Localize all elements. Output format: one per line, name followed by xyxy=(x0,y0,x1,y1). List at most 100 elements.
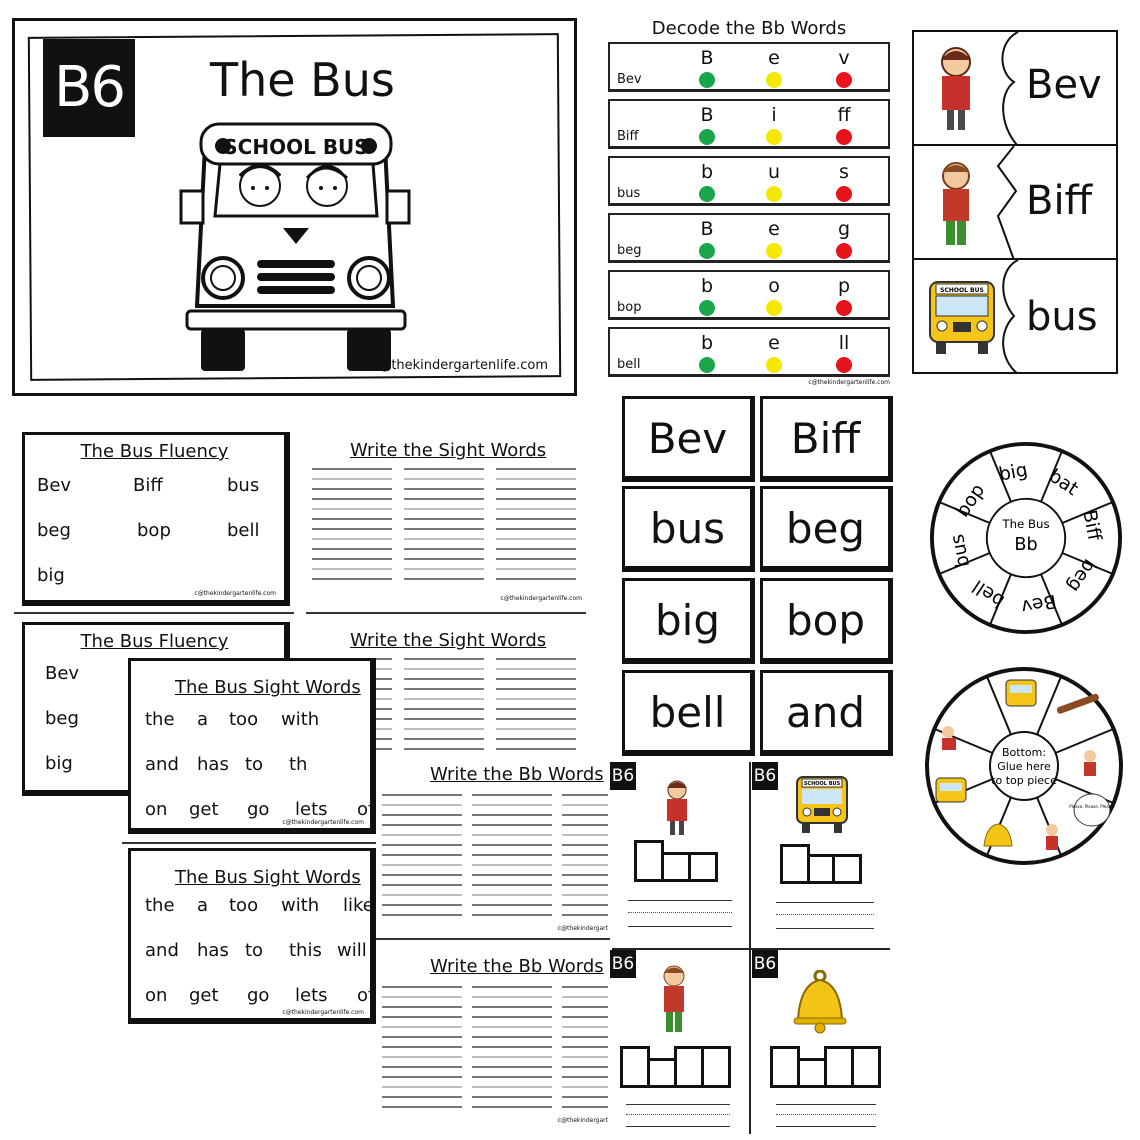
writing-line xyxy=(562,1026,608,1028)
sight-card-copyright: c@thekindergartenlife.com xyxy=(282,819,364,826)
writing-line xyxy=(312,528,392,530)
bell-icon xyxy=(793,970,847,1034)
cover-card: B6 The Bus SCHOOL BUS c@thekindergartenl… xyxy=(12,18,577,396)
bell-icon xyxy=(983,823,1013,847)
writing-line xyxy=(562,1006,608,1008)
boy-icon xyxy=(663,965,685,1032)
writing-line xyxy=(382,894,462,896)
writing-line xyxy=(472,794,552,796)
writing-line xyxy=(404,558,484,560)
green-dot-icon xyxy=(699,243,715,259)
puzzle-word: Bev xyxy=(1026,62,1102,108)
writing-line xyxy=(382,986,462,988)
yellow-dot-icon xyxy=(766,129,782,145)
writing-line xyxy=(496,568,576,570)
sight-word: lets xyxy=(295,799,328,820)
girl-icon xyxy=(667,780,687,835)
writing-line xyxy=(472,844,552,846)
spinner-divider xyxy=(938,552,991,575)
writing-line xyxy=(562,1096,608,1098)
yellow-dot-icon xyxy=(766,186,782,202)
writing-line xyxy=(562,1076,608,1078)
writing-line-dotted xyxy=(776,1114,876,1115)
box-card-badge: B6 xyxy=(610,762,636,790)
writing-line xyxy=(776,902,874,903)
writing-line xyxy=(562,904,608,906)
decode-letter: B xyxy=(700,104,714,126)
spinner-center-line: Glue here xyxy=(997,760,1051,773)
writing-line xyxy=(312,558,392,560)
write-bb-words-sheet: Write the Bb Words c@thekindergart xyxy=(376,756,612,934)
word-tile: bop xyxy=(760,578,893,664)
bus-sign-text: SCHOOL BUS xyxy=(223,135,368,159)
writing-line xyxy=(562,1036,608,1038)
red-dot-icon xyxy=(836,357,852,373)
box-card-badge: B6 xyxy=(752,950,778,978)
word-tile: bell xyxy=(622,670,755,756)
write-sheet-title: Write the Sight Words xyxy=(350,630,547,651)
letter-box-tall xyxy=(770,1046,800,1088)
writing-line xyxy=(382,814,462,816)
writing-line xyxy=(404,518,484,520)
word-tile: Bev xyxy=(622,396,755,482)
decode-word: bus xyxy=(617,186,641,201)
fluency-word: beg xyxy=(45,708,79,729)
yellow-dot-icon xyxy=(766,300,782,316)
divider xyxy=(122,842,382,844)
writing-line xyxy=(404,578,484,580)
fluency-word: bus xyxy=(227,475,260,496)
writing-line xyxy=(404,718,484,720)
writing-line xyxy=(472,1026,552,1028)
sight-words-card: The Bus Sight Words the a too with and h… xyxy=(128,658,376,834)
writing-line xyxy=(496,558,576,560)
writing-line xyxy=(404,678,484,680)
spinner-divider xyxy=(985,676,1012,735)
decode-word: Biff xyxy=(617,129,639,144)
cover-title: The Bus xyxy=(210,53,395,107)
decode-letter: v xyxy=(838,47,850,69)
school-bus-icon: SCHOOL BUS xyxy=(929,281,995,354)
writing-line xyxy=(472,894,552,896)
writing-line xyxy=(562,814,608,816)
sight-word: too xyxy=(229,895,259,916)
writing-line xyxy=(496,728,576,730)
sight-word: lets xyxy=(295,985,328,1006)
puzzle-row-biff: Biff xyxy=(914,146,1116,260)
sight-word: with xyxy=(281,709,320,730)
writing-line xyxy=(404,528,484,530)
writing-line xyxy=(496,658,576,660)
writing-line xyxy=(312,518,392,520)
writing-line xyxy=(496,718,576,720)
fluency-card: The Bus Fluency Bev Biff bus beg bop bel… xyxy=(22,432,290,606)
writing-line xyxy=(472,834,552,836)
sight-word: with xyxy=(281,895,320,916)
writing-line xyxy=(472,814,552,816)
writing-line xyxy=(562,844,608,846)
writing-line xyxy=(404,698,484,700)
green-dot-icon xyxy=(699,357,715,373)
writing-line xyxy=(404,538,484,540)
writing-line xyxy=(382,884,462,886)
writing-line xyxy=(382,996,462,998)
writing-line xyxy=(404,568,484,570)
writing-line xyxy=(472,824,552,826)
writing-line xyxy=(776,1126,876,1127)
word-box-card: B6 SCHOOL BUS xyxy=(752,762,890,948)
writing-line xyxy=(628,900,732,901)
letter-box xyxy=(661,852,691,882)
writing-line xyxy=(472,1096,552,1098)
bubble-text: Please, Please, Please! xyxy=(1069,804,1115,809)
puzzle-cut xyxy=(996,146,1018,260)
writing-line xyxy=(562,834,608,836)
puzzle-word: Biff xyxy=(1026,178,1093,224)
writing-line xyxy=(562,894,608,896)
decode-letter: ff xyxy=(837,104,851,126)
red-dot-icon xyxy=(836,72,852,88)
decode-word: bop xyxy=(617,300,642,315)
puzzle-card: Bev Biff SCHOOL BUS bus xyxy=(912,30,1118,374)
writing-line xyxy=(404,488,484,490)
sight-word: has xyxy=(197,940,229,961)
writing-line xyxy=(626,1126,730,1127)
